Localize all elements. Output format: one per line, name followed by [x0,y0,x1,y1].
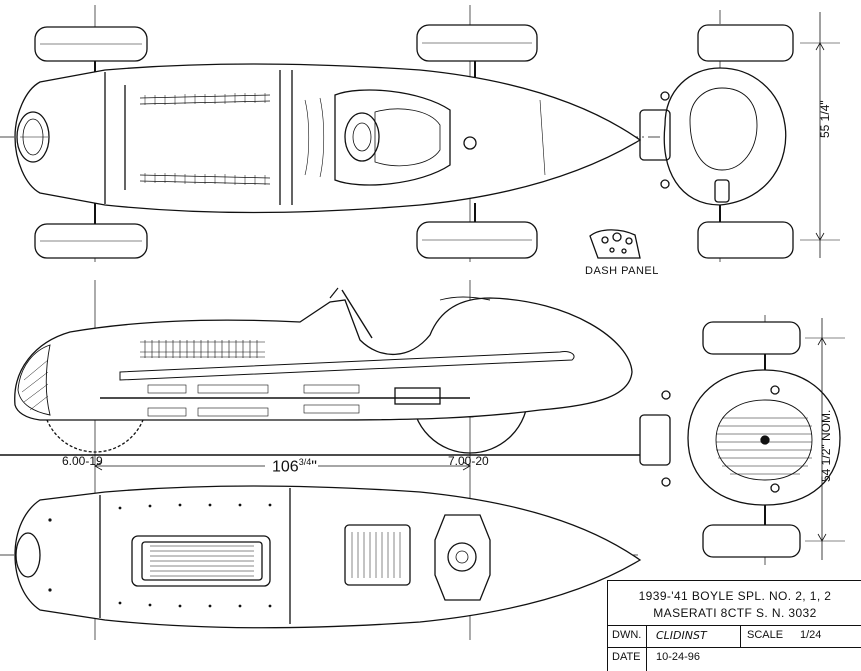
side-view [0,280,640,480]
top-view [0,5,660,262]
title-block: 1939-'41 BOYLE SPL. NO. 2, 1, 2 MASERATI… [607,580,861,671]
wheelbase-dimension [94,461,471,471]
front-view [639,10,840,262]
rear-wheel-size: 7.00-20 [448,454,489,468]
wheelbase-unit: " [311,458,317,476]
wheelbase-whole: 106 [272,458,299,476]
title-row-drawn: DWN. CLIDINST SCALE 1/24 [608,625,861,647]
title-divider-2 [740,625,741,647]
date-label: DATE [612,651,641,663]
dash-panel-label: DASH PANEL [585,265,659,277]
front-track-dimension: 55 1/4" [818,100,832,138]
title-line-2: MASERATI 8CTF S. N. 3032 [653,606,817,620]
dash-panel-sketch [589,229,641,259]
title-divider-1 [646,625,647,671]
title-row-date: DATE 10-24-96 [608,647,861,669]
drawn-by: CLIDINST [656,629,707,642]
drawn-label: DWN. [612,629,642,641]
wheelbase-fraction: 3/4 [298,457,312,467]
wheelbase-label: 1063/4" [272,457,317,476]
rear-view [639,315,845,565]
title-line-1: 1939-'41 BOYLE SPL. NO. 2, 1, 2 [638,589,832,603]
date-value: 10-24-96 [656,651,701,663]
front-wheel-size: 6.00-19 [62,454,103,468]
scale-value: 1/24 [800,629,822,641]
underside-view [0,480,642,640]
scale-label: SCALE [747,629,784,641]
rear-track-dimension: 54 1/2" NOM. [819,409,833,482]
